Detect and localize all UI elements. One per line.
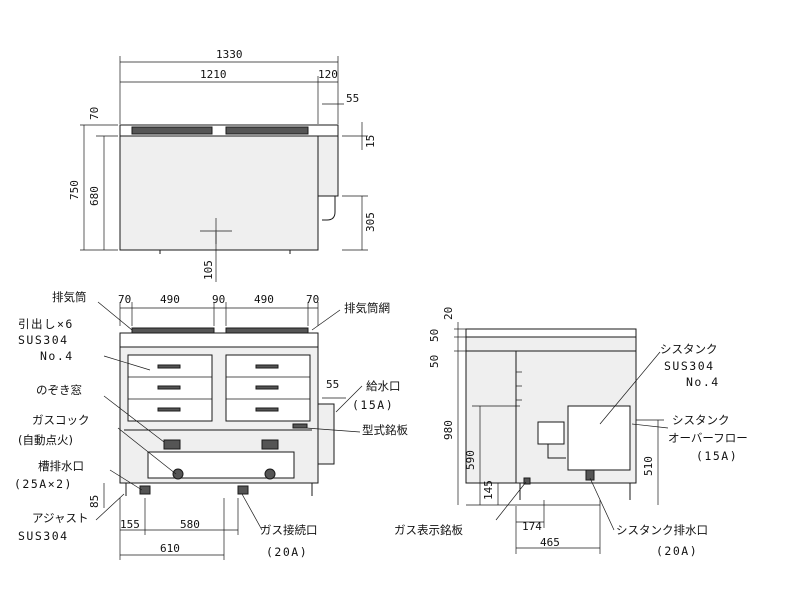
dim-50-a: 50 bbox=[428, 329, 441, 342]
peek-window-left bbox=[163, 439, 181, 450]
dim-145: 145 bbox=[482, 480, 495, 500]
label-systank-3: No.4 bbox=[686, 375, 720, 389]
dim-174: 174 bbox=[522, 520, 542, 533]
top-view: 1330 1210 120 55 70 750 680 15 305 105 bbox=[68, 48, 377, 282]
label-systank-2: SUS304 bbox=[664, 359, 715, 373]
label-systank-drain: シスタンク排水口 bbox=[616, 523, 708, 537]
label-exhaust-tube: 排気筒 bbox=[52, 290, 87, 304]
systank-pipe bbox=[547, 444, 566, 459]
label-auto-ignite: (自動点火) bbox=[18, 433, 73, 447]
exhaust-grill-right bbox=[225, 126, 309, 135]
dim-55: 55 bbox=[346, 92, 359, 105]
label-tank-drain: 槽排水口 bbox=[38, 459, 84, 473]
label-overflow-2: オーバーフロー bbox=[668, 431, 748, 445]
label-adjust-2: SUS304 bbox=[18, 529, 69, 543]
front-rack-left bbox=[131, 327, 215, 334]
dim-510: 510 bbox=[642, 456, 655, 476]
systank-box bbox=[567, 405, 631, 471]
model-plate bbox=[292, 423, 308, 429]
label-overflow-1: シスタンク bbox=[672, 413, 730, 427]
gas-plate-marker bbox=[523, 477, 531, 485]
dim-20: 20 bbox=[442, 307, 455, 320]
top-view-body bbox=[119, 135, 319, 251]
label-adjust-1: アジャスト bbox=[32, 511, 88, 525]
drawer-handle bbox=[255, 407, 279, 412]
gas-cock-knob-left bbox=[172, 468, 184, 480]
label-supply-size: (15A) bbox=[352, 398, 394, 412]
dim-70-right: 70 bbox=[306, 293, 319, 306]
dim-750: 750 bbox=[68, 180, 81, 200]
side-tank-top bbox=[317, 135, 339, 197]
dim-680: 680 bbox=[88, 186, 101, 206]
dim-50-b: 50 bbox=[428, 355, 441, 368]
dim-15: 15 bbox=[364, 135, 377, 148]
dim-580: 580 bbox=[180, 518, 200, 531]
side-supply-box bbox=[317, 403, 335, 465]
side-body bbox=[465, 350, 517, 484]
drain-pipe bbox=[322, 196, 336, 221]
label-tank-drain-size: (25A×2) bbox=[14, 477, 73, 491]
label-model-plate: 型式銘板 bbox=[362, 423, 408, 437]
label-gas-conn: ガス接続口 bbox=[260, 523, 318, 537]
front-view: 70 490 90 490 70 55 85 155 580 610 排気筒 排… bbox=[14, 290, 408, 560]
drawer-handle bbox=[157, 407, 181, 412]
front-rack-right bbox=[225, 327, 309, 334]
side-upper-body bbox=[465, 336, 637, 352]
dim-70-top: 70 bbox=[88, 107, 101, 120]
drawer-handle bbox=[157, 385, 181, 390]
dim-305: 305 bbox=[364, 212, 377, 232]
dim-490-right: 490 bbox=[254, 293, 274, 306]
label-systank-1: シスタンク bbox=[660, 342, 718, 356]
label-overflow-size: (15A) bbox=[696, 449, 738, 463]
dim-610: 610 bbox=[160, 542, 180, 555]
front-top-plate bbox=[119, 332, 319, 348]
gas-fitting bbox=[237, 485, 249, 495]
dim-1330: 1330 bbox=[216, 48, 243, 61]
dim-70-left: 70 bbox=[118, 293, 131, 306]
dim-55-supply: 55 bbox=[326, 378, 339, 391]
label-supply-port: 給水口 bbox=[366, 379, 401, 393]
systank-drain-fitting bbox=[585, 469, 595, 481]
exhaust-grill-left bbox=[131, 126, 213, 135]
label-gas-plate: ガス表示銘板 bbox=[394, 523, 463, 537]
dim-85: 85 bbox=[88, 495, 101, 508]
dim-155: 155 bbox=[120, 518, 140, 531]
label-drawer-2: SUS304 bbox=[18, 333, 69, 347]
dim-105: 105 bbox=[202, 260, 215, 280]
drain-fitting bbox=[139, 485, 151, 495]
label-exhaust-mesh: 排気筒網 bbox=[344, 301, 390, 315]
drawer-handle bbox=[157, 364, 181, 369]
systank-inner bbox=[537, 421, 565, 445]
dim-1210: 1210 bbox=[200, 68, 227, 81]
dim-490-left: 490 bbox=[160, 293, 180, 306]
dim-120: 120 bbox=[318, 68, 338, 81]
dim-590: 590 bbox=[464, 450, 477, 470]
peek-window-right bbox=[261, 439, 279, 450]
gas-cock-knob-right bbox=[264, 468, 276, 480]
label-drawer-3: No.4 bbox=[40, 349, 74, 363]
side-top-plate bbox=[465, 328, 637, 338]
drawer-handle bbox=[255, 385, 279, 390]
label-peek-window: のぞき窓 bbox=[36, 383, 82, 397]
label-systank-drain-size: (20A) bbox=[656, 544, 698, 558]
dim-90: 90 bbox=[212, 293, 225, 306]
label-gas-cock: ガスコック bbox=[32, 413, 90, 427]
drawer-handle bbox=[255, 364, 279, 369]
side-view: 20 50 50 980 590 510 145 174 465 シスタンク S… bbox=[394, 307, 748, 558]
dim-980: 980 bbox=[442, 420, 455, 440]
label-drawer-1: 引出し×6 bbox=[18, 317, 74, 331]
dim-465: 465 bbox=[540, 536, 560, 549]
label-gas-conn-size: (20A) bbox=[266, 545, 308, 559]
